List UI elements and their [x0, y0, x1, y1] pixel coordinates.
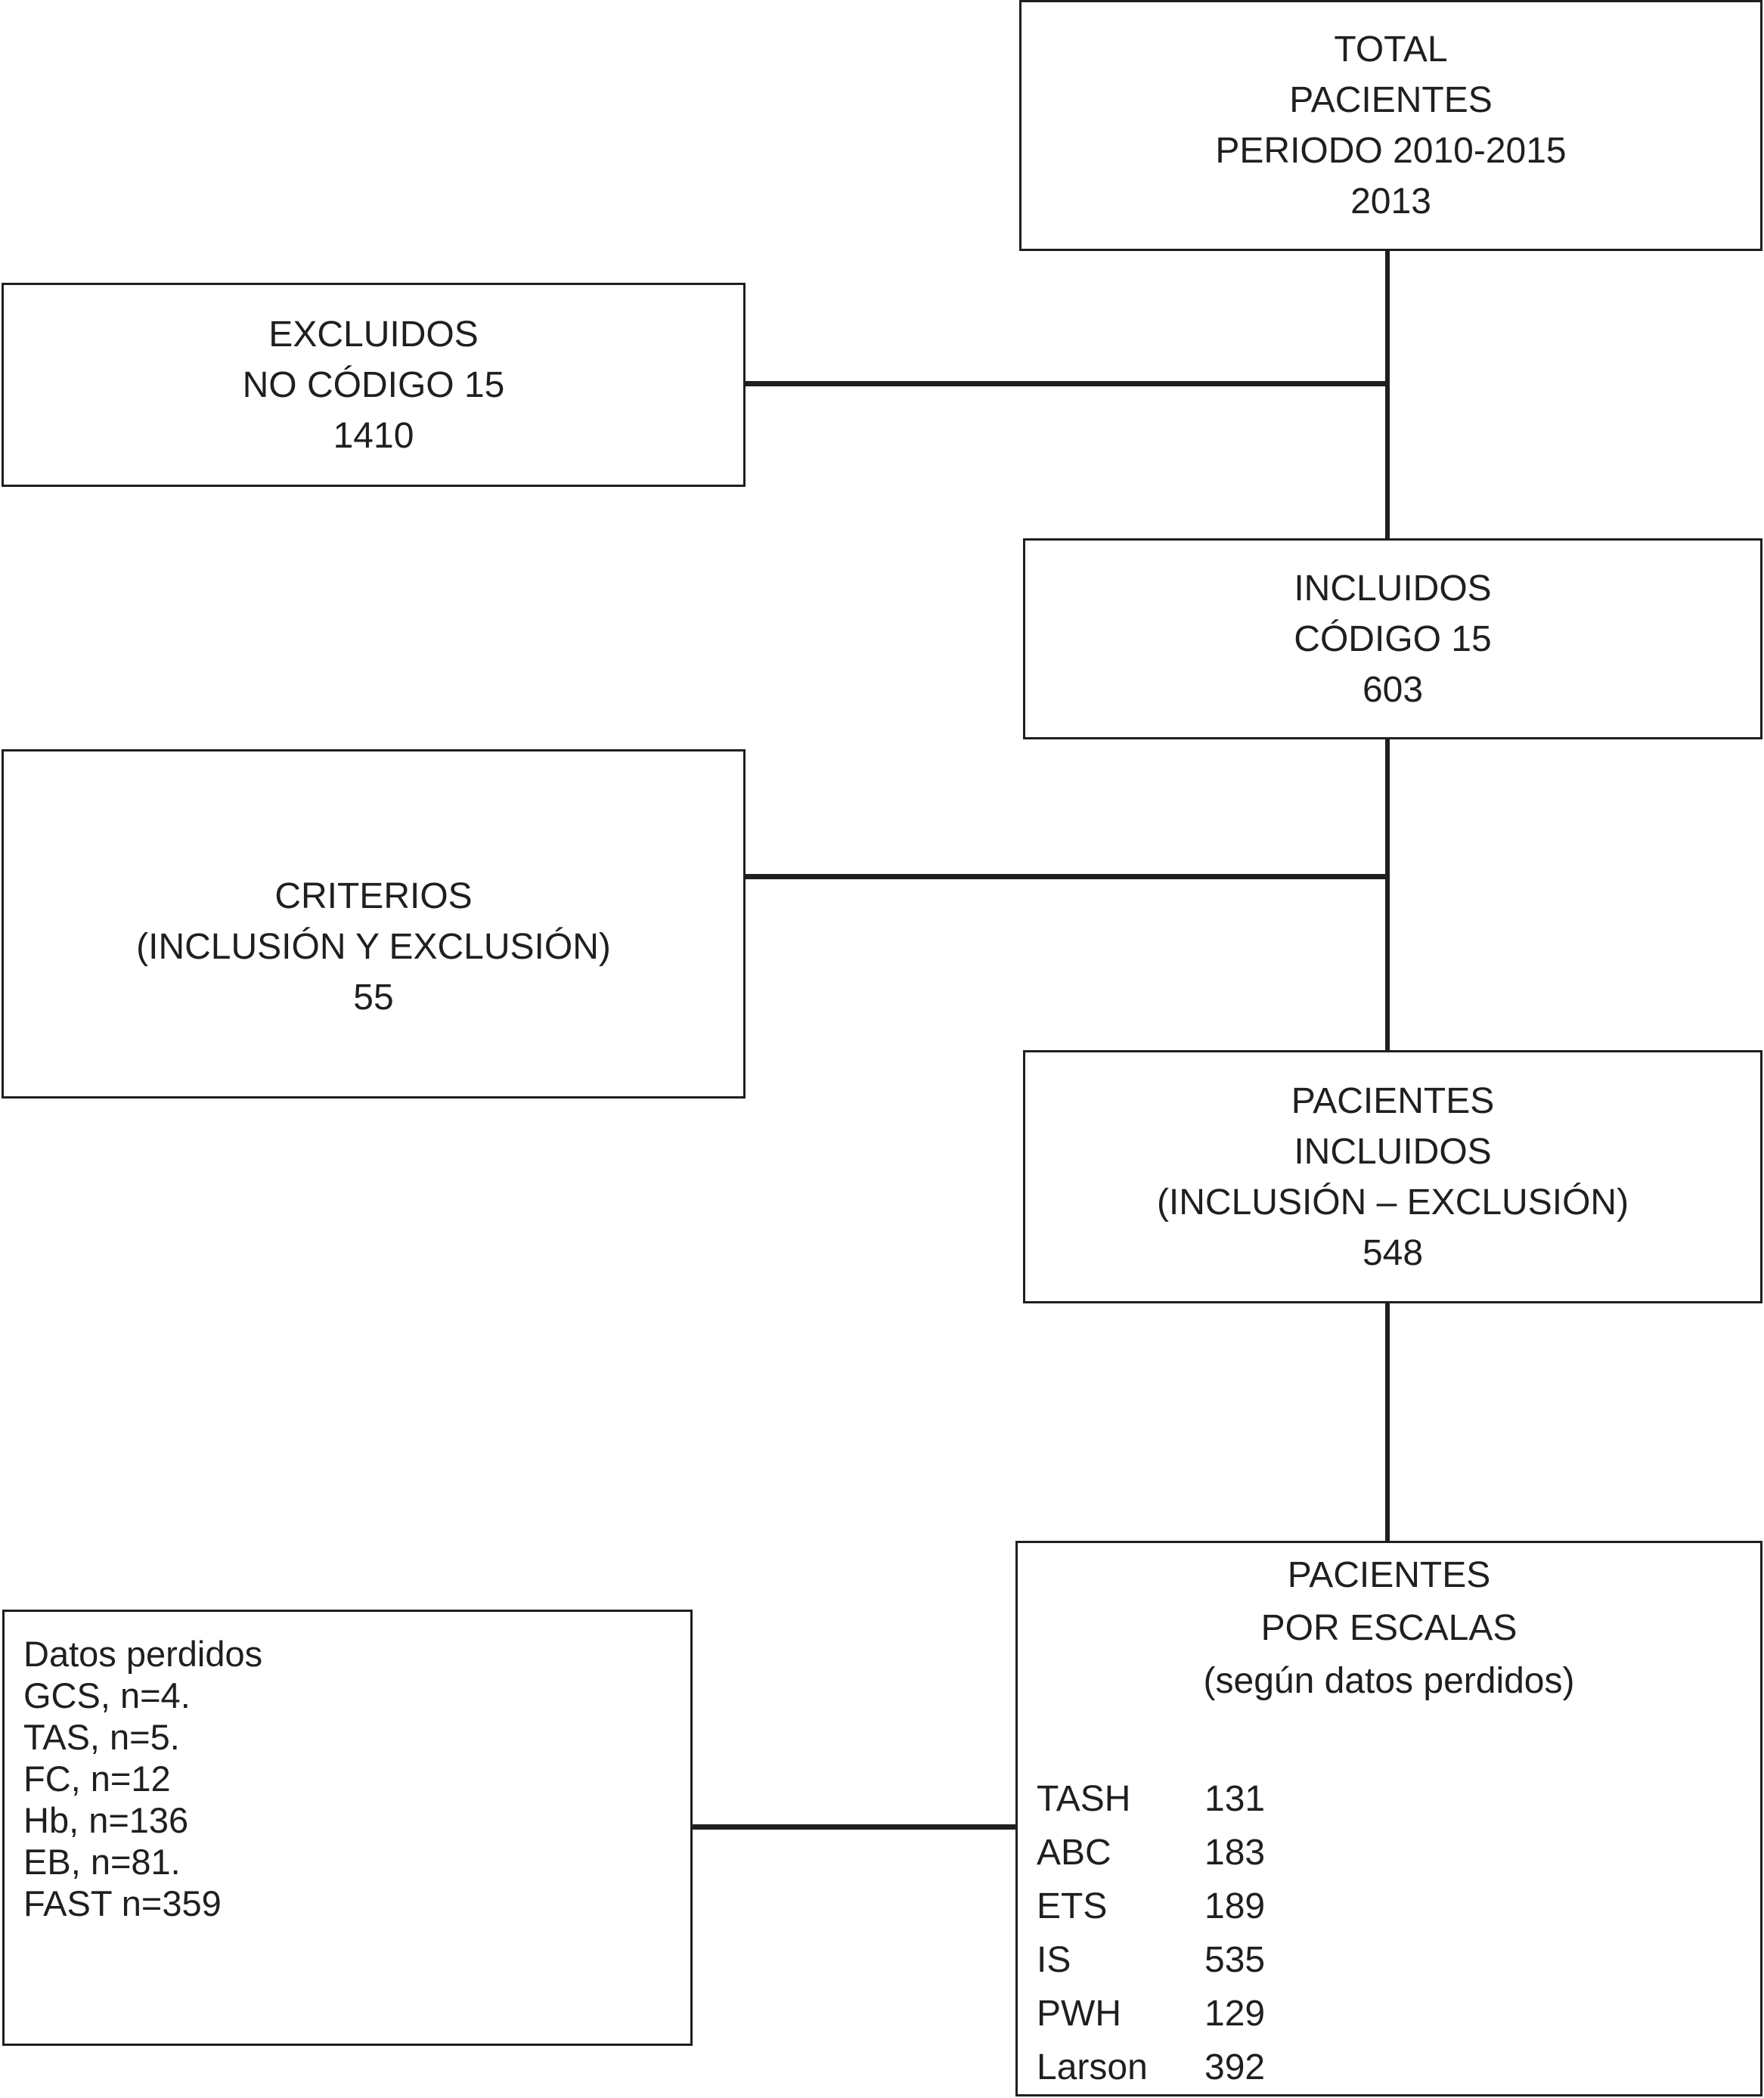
connector-horizontal-criterios — [746, 874, 1390, 879]
scale-value: 535 — [1204, 1940, 1266, 1980]
por-escalas-heading-line: PACIENTES — [1287, 1555, 1491, 1595]
excluidos-line: NO CÓDIGO 15 — [242, 364, 505, 405]
criterios-line: (INCLUSIÓN Y EXCLUSIÓN) — [136, 926, 611, 967]
scale-value: 183 — [1204, 1833, 1266, 1873]
scale-row: ABC 183 — [1037, 1826, 1760, 1880]
datos-perdidos-line: FC, n=12 — [23, 1759, 171, 1799]
por-escalas-heading-line: POR ESCALAS — [1260, 1608, 1518, 1648]
pacientes-incluidos-line: INCLUIDOS — [1294, 1131, 1492, 1172]
incluidos-line: CÓDIGO 15 — [1294, 618, 1492, 659]
incluidos-count: 603 — [1362, 669, 1424, 710]
incluidos-line: INCLUIDOS — [1294, 568, 1492, 609]
connector-vertical-pacientes-to-escalas — [1385, 1303, 1390, 1541]
scale-value: 392 — [1204, 2047, 1266, 2087]
box-excluidos: EXCLUIDOS NO CÓDIGO 15 1410 — [2, 283, 746, 487]
box-total-pacientes: TOTAL PACIENTES PERIODO 2010-2015 2013 — [1019, 0, 1762, 251]
scale-row: ETS 189 — [1037, 1880, 1760, 1933]
total-line: TOTAL — [1334, 29, 1448, 70]
total-line: PACIENTES — [1289, 80, 1493, 120]
datos-perdidos-line: Hb, n=136 — [23, 1800, 189, 1840]
datos-perdidos-line: GCS, n=4. — [23, 1675, 191, 1715]
datos-perdidos-line: TAS, n=5. — [23, 1717, 180, 1757]
scale-row: IS 535 — [1037, 1933, 1760, 1987]
scale-value: 131 — [1204, 1779, 1266, 1819]
criterios-count: 55 — [353, 977, 394, 1018]
scale-label: TASH — [1037, 1779, 1131, 1819]
datos-perdidos-line: EB, n=81. — [23, 1842, 181, 1882]
scale-row: TASH 131 — [1037, 1772, 1760, 1826]
scales-list: TASH 131 ABC 183 ETS 189 IS 535 PWH 129 … — [1018, 1772, 1760, 2094]
box-pacientes-incluidos: PACIENTES INCLUIDOS (INCLUSIÓN – EXCLUSI… — [1023, 1050, 1762, 1303]
scale-label: ETS — [1037, 1886, 1108, 1926]
datos-perdidos-title: Datos perdidos — [23, 1634, 263, 1674]
scale-label: IS — [1037, 1940, 1071, 1980]
excluidos-line: EXCLUIDOS — [268, 314, 479, 355]
criterios-line: CRITERIOS — [274, 875, 473, 916]
connector-horizontal-excluidos — [746, 381, 1390, 386]
box-pacientes-por-escalas: PACIENTES POR ESCALAS (según datos perdi… — [1015, 1541, 1762, 2096]
pacientes-incluidos-line: (INCLUSIÓN – EXCLUSIÓN) — [1156, 1182, 1629, 1223]
total-count: 2013 — [1350, 181, 1431, 222]
box-incluidos: INCLUIDOS CÓDIGO 15 603 — [1023, 538, 1762, 739]
scale-label: PWH — [1037, 1994, 1121, 2034]
datos-perdidos-line: FAST n=359 — [23, 1883, 222, 1923]
scale-label: Larson — [1037, 2047, 1148, 2087]
connector-vertical-incluidos-to-pacientes — [1385, 739, 1390, 1050]
pacientes-incluidos-line: PACIENTES — [1291, 1080, 1495, 1121]
pacientes-incluidos-count: 548 — [1362, 1232, 1424, 1273]
por-escalas-heading-line: (según datos perdidos) — [1203, 1661, 1575, 1701]
scale-row: Larson 392 — [1037, 2041, 1760, 2094]
scale-row: PWH 129 — [1037, 1987, 1760, 2041]
connector-vertical-total-to-incluidos — [1385, 251, 1390, 538]
scale-label: ABC — [1037, 1833, 1111, 1873]
total-line: PERIODO 2010-2015 — [1215, 131, 1567, 171]
connector-horizontal-datos-perdidos — [693, 1824, 1015, 1830]
box-datos-perdidos: Datos perdidos GCS, n=4. TAS, n=5. FC, n… — [2, 1610, 693, 2046]
scale-value: 129 — [1204, 1994, 1266, 2034]
box-criterios: CRITERIOS (INCLUSIÓN Y EXCLUSIÓN) 55 — [2, 749, 746, 1099]
scale-value: 189 — [1204, 1886, 1266, 1926]
excluidos-count: 1410 — [333, 415, 414, 456]
spacer — [1018, 1708, 1760, 1772]
